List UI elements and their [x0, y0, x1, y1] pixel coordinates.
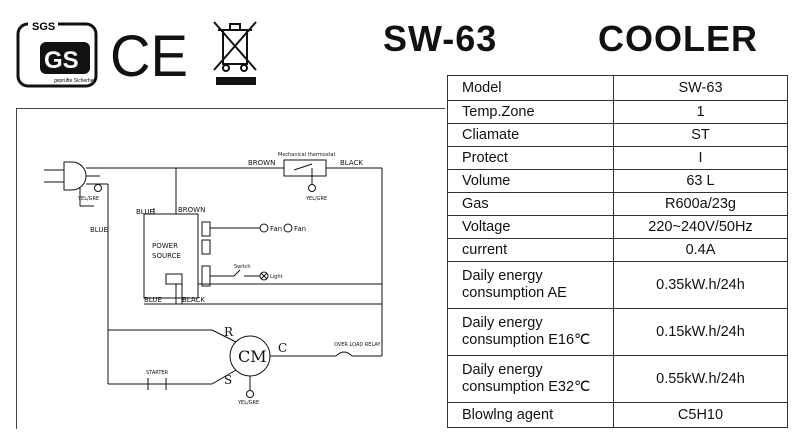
- blue-left-label: BLUE: [90, 226, 108, 234]
- gs-main-text: GS: [44, 47, 79, 74]
- spec-label: Daily energy consumption E16℃: [447, 308, 614, 356]
- spec-label: Temp.Zone: [447, 100, 614, 124]
- gs-sub-text: geprüfte Sicherheit: [54, 78, 97, 84]
- ce-mark-icon: CE: [110, 24, 188, 89]
- plug-icon: [63, 161, 87, 191]
- spec-label: Volume: [447, 169, 614, 193]
- fan-icon: [259, 223, 269, 233]
- terminal-c-label: C: [278, 341, 287, 355]
- spec-value: ST: [612, 123, 789, 147]
- spec-value: 0.35kW.h/24h: [612, 261, 789, 309]
- fan1-label: Fan: [270, 225, 282, 233]
- spec-value: C5H10: [612, 402, 789, 428]
- overload-relay-label: OVER LOAD RELAY: [334, 342, 381, 348]
- spec-label: Daily energy consumption E32℃: [447, 355, 614, 403]
- spec-label: Daily energy consumption AE: [447, 261, 614, 309]
- spec-value: I: [612, 146, 789, 170]
- spec-value: 1: [612, 100, 789, 124]
- spec-value: 0.15kW.h/24h: [612, 308, 789, 356]
- thermostat-ground-label: YEL/GRE: [305, 196, 327, 202]
- starter-label: STARTER: [146, 370, 169, 376]
- power-source-box: [143, 213, 199, 299]
- spec-label: Protect: [447, 146, 614, 170]
- motor-label: CM: [238, 347, 267, 366]
- source-label: SOURCE: [152, 252, 181, 260]
- light-label: Light: [270, 274, 283, 280]
- spec-value: 63 L: [612, 169, 789, 193]
- spec-label: Cliamate: [447, 123, 614, 147]
- spec-value: 0.4A: [612, 238, 789, 262]
- spec-label: Gas: [447, 192, 614, 216]
- terminal-s-label: S: [224, 373, 232, 387]
- model-heading: SW-63: [383, 18, 498, 59]
- plug-ground-label: YEL/GRE: [77, 196, 99, 202]
- spec-label: current: [447, 238, 614, 262]
- blue-inner-label: BLUE: [136, 208, 154, 216]
- light-bulb-icon: [259, 271, 269, 281]
- spec-value: 0.55kW.h/24h: [612, 355, 789, 403]
- power-label: POWER: [152, 242, 178, 250]
- diagram-frame: [16, 108, 445, 429]
- spec-label: Voltage: [447, 215, 614, 239]
- compressor-ground-label: YEL/GRE: [237, 400, 259, 406]
- thermostat-switch-icon: [283, 159, 327, 177]
- switch-label: Switch: [234, 264, 251, 270]
- fan-icon-2: [283, 223, 293, 233]
- blue-bottom-label: BLUE: [144, 296, 162, 304]
- wiring-diagram: Mechanical thermostat BROWN BLACK YEL/GR…: [44, 152, 383, 406]
- thermostat-label: Mechanical thermostat: [278, 152, 335, 158]
- spec-value: 220~240V/50Hz: [612, 215, 789, 239]
- brown-top-label: BROWN: [248, 159, 275, 167]
- spec-label: Blowlng agent: [447, 402, 614, 428]
- gs-top-text: SGS: [32, 21, 55, 33]
- brown-inner-label: BROWN: [178, 206, 205, 214]
- svg-text:CE: CE: [110, 24, 188, 89]
- spec-value: R600a/23g: [612, 192, 789, 216]
- black-top-label: BLACK: [340, 159, 363, 167]
- product-type-heading: COOLER: [598, 18, 759, 59]
- spec-value: SW-63: [612, 75, 789, 101]
- terminal-r-label: R: [224, 325, 234, 339]
- black-bottom-label: BLACK: [182, 296, 205, 304]
- fan2-label: Fan: [294, 225, 306, 233]
- overload-relay-icon: [335, 351, 353, 357]
- gs-mark-icon: SGS GS geprüfte Sicherheit: [16, 12, 98, 88]
- spec-label: Model: [447, 75, 614, 101]
- certification-logos: SGS GS geprüfte Sicherheit CE: [16, 12, 257, 89]
- weee-bin-icon: [213, 21, 257, 85]
